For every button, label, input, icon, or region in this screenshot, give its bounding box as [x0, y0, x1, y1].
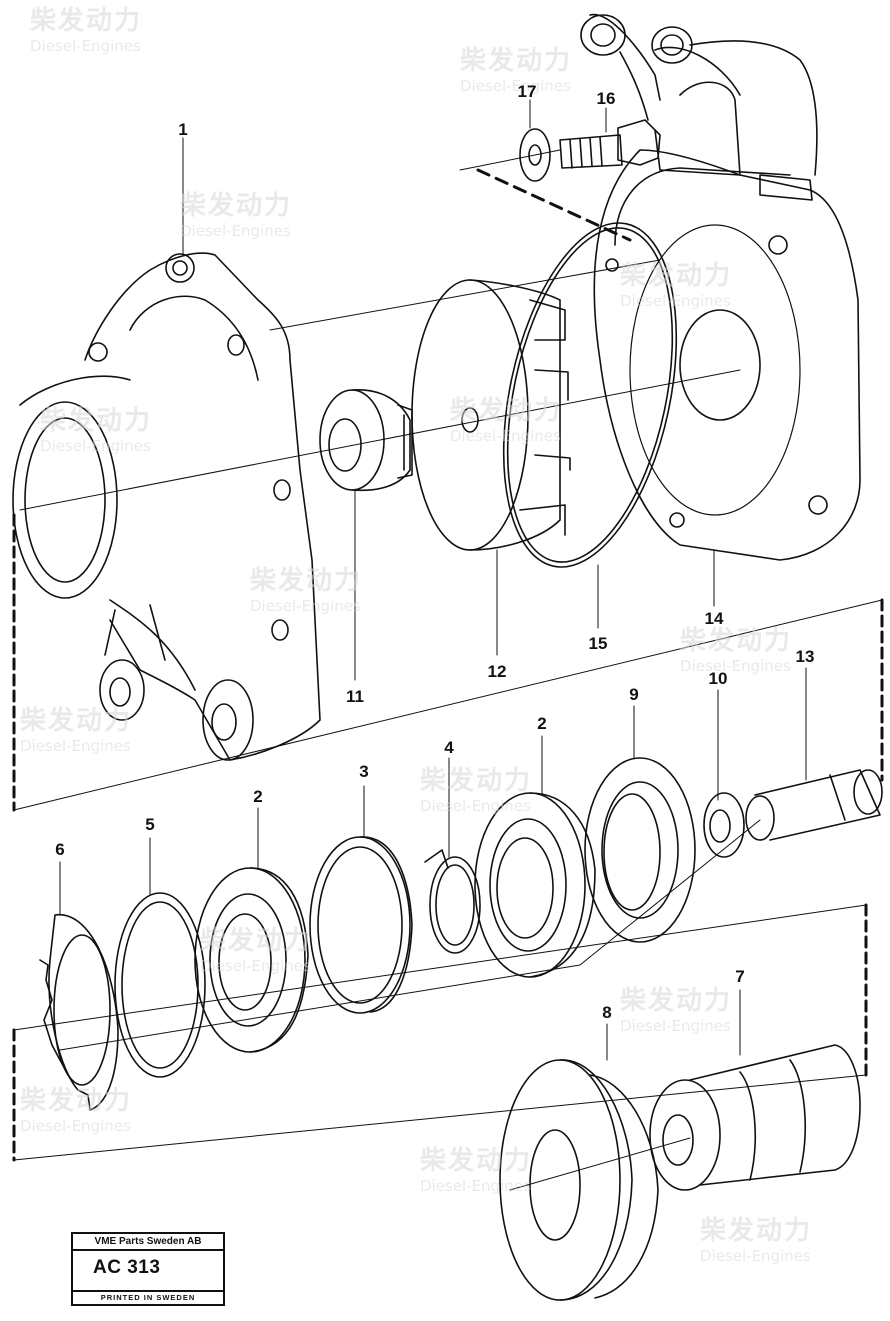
part-11-shaft-seal [319, 389, 413, 492]
part-5-ring [114, 892, 206, 1078]
callout-part-13: 13 [795, 647, 815, 666]
callout-part-3: 3 [359, 762, 369, 781]
callout-part-16: 16 [596, 89, 616, 108]
part-9-seal-ring [584, 757, 696, 943]
callout-part-14: 14 [704, 609, 724, 628]
part-2-bearing-lower [194, 867, 309, 1053]
callout-part-11: 11 [346, 687, 364, 706]
part-15-o-ring [502, 222, 678, 568]
callout-part-10: 10 [708, 669, 728, 688]
part-13-sleeve [745, 769, 883, 841]
callout-part-4: 4 [444, 738, 454, 757]
callout-part-8: 8 [602, 1003, 612, 1022]
callout-part-6: 6 [55, 840, 65, 859]
callout-part-12: 12 [487, 662, 507, 681]
callout-part-1: 1 [178, 120, 188, 139]
callout-part-9: 9 [629, 685, 639, 704]
part-10-ring [703, 792, 745, 858]
part-4-circlip [424, 849, 481, 954]
part-3-spacer [309, 836, 413, 1014]
title-block-printed: PRINTED IN SWEDEN [73, 1290, 223, 1304]
title-block-company: VME Parts Sweden AB [73, 1234, 223, 1251]
callout-part-5: 5 [145, 815, 155, 834]
callout-part-2-lower: 2 [253, 787, 263, 806]
callout-part-2-upper: 2 [537, 714, 547, 733]
part-8-pulley [499, 1059, 659, 1301]
part-1-housing [12, 252, 321, 761]
callout-part-17: 17 [517, 82, 537, 101]
part-12-impeller [411, 279, 571, 551]
part-2-bearing-upper [474, 792, 596, 978]
part-7-hub [649, 1044, 861, 1191]
callout-part-7: 7 [735, 967, 745, 986]
part-14-pump-cover [580, 13, 861, 561]
part-16-bolt [559, 119, 661, 169]
callout-part-15: 15 [588, 634, 608, 653]
title-block-code: AC 313 [93, 1257, 161, 1278]
part-6-lock-washer [39, 914, 119, 1111]
part-17-washer [519, 128, 551, 182]
title-block: VME Parts Sweden AB AC 313 PRINTED IN SW… [71, 1232, 225, 1306]
